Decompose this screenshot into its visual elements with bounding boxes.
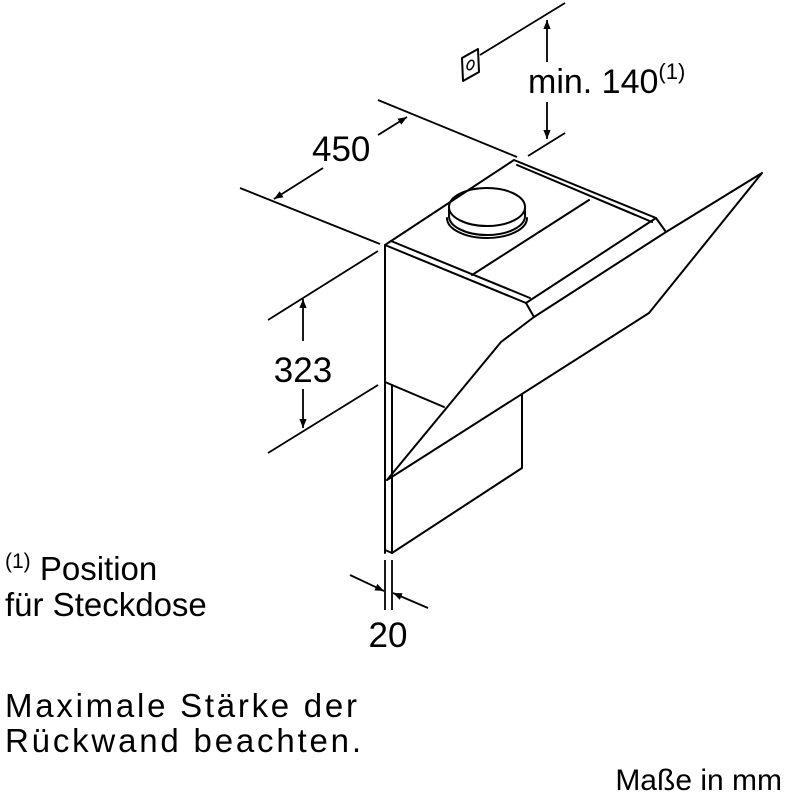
socket-height-label: min. 140(1) — [528, 59, 685, 101]
top-back-edge — [516, 164, 653, 223]
units-label: Maße in mm — [615, 764, 782, 797]
back-box-outline — [391, 394, 523, 554]
dimension-arrow — [273, 167, 324, 200]
thickness-dimension: 20 — [349, 560, 429, 655]
footnote-line-2: für Steckdose — [5, 586, 207, 623]
width-label: 450 — [312, 130, 370, 169]
top-front-right-edge — [525, 217, 657, 304]
extension-line — [267, 250, 379, 321]
footnote-line-1: (1) Position — [5, 550, 157, 587]
dimension-arrow — [377, 116, 408, 136]
dimension-arrow — [349, 574, 385, 592]
top-seam — [471, 199, 590, 276]
dimension-arrow — [392, 592, 429, 609]
hood-drawing — [384, 159, 763, 554]
width-dimension: 450 — [239, 99, 518, 245]
duct-outlet — [446, 187, 528, 239]
note-line-2: Rückwand beachten. — [5, 722, 361, 759]
socket-extension-line — [479, 2, 566, 56]
glass-panel-edge — [384, 381, 393, 554]
extension-line — [239, 187, 381, 245]
extension-line — [377, 99, 518, 158]
height-dimension: 323 — [267, 250, 379, 454]
socket-dimension: min. 140(1) — [461, 2, 685, 157]
height-label: 323 — [274, 351, 332, 390]
extension-line — [527, 132, 566, 157]
note-line-1: Maximale Stärke der — [5, 687, 357, 724]
canopy-flap — [386, 172, 763, 481]
extension-line — [267, 384, 379, 454]
back-box-top — [391, 384, 445, 408]
top-front-edge — [390, 240, 531, 299]
thickness-label: 20 — [369, 616, 408, 655]
socket-icon — [461, 48, 480, 82]
